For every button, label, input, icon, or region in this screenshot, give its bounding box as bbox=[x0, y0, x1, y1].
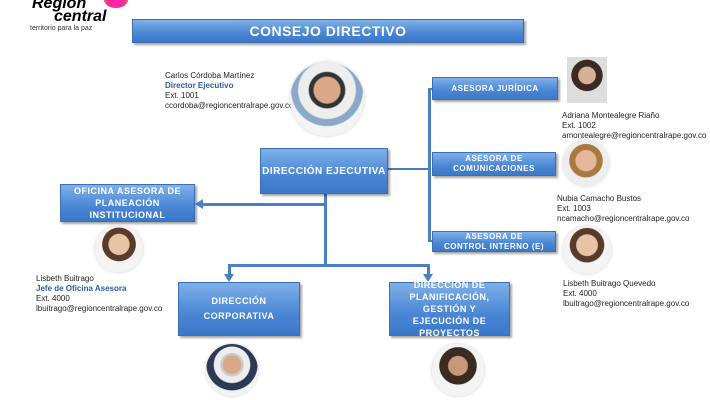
person-role: Director Ejecutivo bbox=[165, 81, 234, 90]
person-email[interactable]: amontealegre@regioncentralrape.gov.co bbox=[562, 131, 707, 140]
box-label: DIRECCIÓN DE PLANIFICACIÓN, GESTIÓN Y EJ… bbox=[409, 280, 490, 338]
person-name: Nubia Camacho Bustos bbox=[557, 194, 642, 203]
box-label: ASESORA DE COMUNICACIONES bbox=[453, 154, 535, 173]
direccion-planificacion-box: DIRECCIÓN DE PLANIFICACIÓN, GESTIÓN Y EJ… bbox=[389, 280, 510, 338]
box-label: ASESORA JURÍDICA bbox=[451, 84, 539, 93]
person-ext: Ext. 1001 bbox=[165, 91, 199, 100]
asesora-control-interno-box: ASESORA DE CONTROL INTERNO (E) bbox=[432, 231, 556, 252]
planificacion-director-photo bbox=[432, 344, 484, 396]
person-name: Adriana Montealegre Riaño bbox=[562, 111, 660, 120]
person-role: Jefe de Oficina Asesora bbox=[36, 284, 127, 293]
adriana-photo bbox=[567, 57, 607, 103]
person-name: Lisbeth Buitrago bbox=[36, 274, 94, 283]
adriana-info: Adriana Montealegre Riaño Ext. 1002 amon… bbox=[562, 111, 707, 141]
director-info: Carlos Córdoba Martínez Director Ejecuti… bbox=[165, 71, 294, 111]
lisbeth-info: Lisbeth Buitrago Jefe de Oficina Asesora… bbox=[36, 274, 162, 314]
person-email[interactable]: ccordoba@regioncentralrape.gov.co bbox=[165, 101, 294, 110]
person-ext: Ext. 4000 bbox=[36, 294, 70, 303]
box-label: DIRECCIÓN CORPORATIVA bbox=[203, 296, 275, 321]
logo-text: central bbox=[54, 8, 107, 25]
person-email[interactable]: ncamacho@regioncentralrape.gov.co bbox=[557, 214, 690, 223]
person-email[interactable]: lbuitrago@regioncentralrape.gov.co bbox=[563, 299, 690, 308]
person-name: Carlos Córdoba Martínez bbox=[165, 71, 255, 80]
person-name: Lisbeth Buitrago Quevedo bbox=[563, 279, 656, 288]
person-ext: Ext. 4000 bbox=[563, 289, 597, 298]
lisbeth-quevedo-photo bbox=[563, 226, 611, 274]
oficina-planeacion-box: OFICINA ASESORA DE PLANEACIÓN INSTITUCIO… bbox=[60, 184, 195, 222]
logo-tagline: territorio para la paz bbox=[30, 25, 93, 32]
person-email[interactable]: lbuitrago@regioncentralrape.gov.co bbox=[36, 304, 163, 313]
lisbeth-photo bbox=[95, 226, 143, 272]
box-label: CONSEJO DIRECTIVO bbox=[249, 23, 407, 39]
person-ext: Ext. 1003 bbox=[557, 204, 591, 213]
lisbeth-quevedo-info: Lisbeth Buitrago Quevedo Ext. 4000 lbuit… bbox=[563, 279, 689, 309]
box-label: ASESORA DE CONTROL INTERNO (E) bbox=[443, 231, 544, 251]
logo-flower-icon bbox=[104, 0, 128, 8]
direccion-corporativa-box: DIRECCIÓN CORPORATIVA bbox=[178, 282, 300, 336]
corporativa-director-photo bbox=[206, 344, 258, 396]
box-label: DIRECCIÓN EJECUTIVA bbox=[262, 165, 386, 177]
asesora-juridica-box: ASESORA JURÍDICA bbox=[432, 77, 558, 100]
direccion-ejecutiva-box: DIRECCIÓN EJECUTIVA bbox=[260, 148, 388, 194]
nubia-photo bbox=[563, 140, 609, 186]
asesora-comunicaciones-box: ASESORA DE COMUNICACIONES bbox=[432, 152, 556, 176]
person-ext: Ext. 1002 bbox=[562, 121, 596, 130]
consejo-directivo-box: CONSEJO DIRECTIVO bbox=[132, 19, 524, 43]
director-photo bbox=[290, 62, 364, 136]
box-label: OFICINA ASESORA DE PLANEACIÓN INSTITUCIO… bbox=[73, 186, 181, 220]
logo-text: Región bbox=[32, 0, 87, 12]
nubia-info: Nubia Camacho Bustos Ext. 1003 ncamacho@… bbox=[557, 194, 690, 224]
